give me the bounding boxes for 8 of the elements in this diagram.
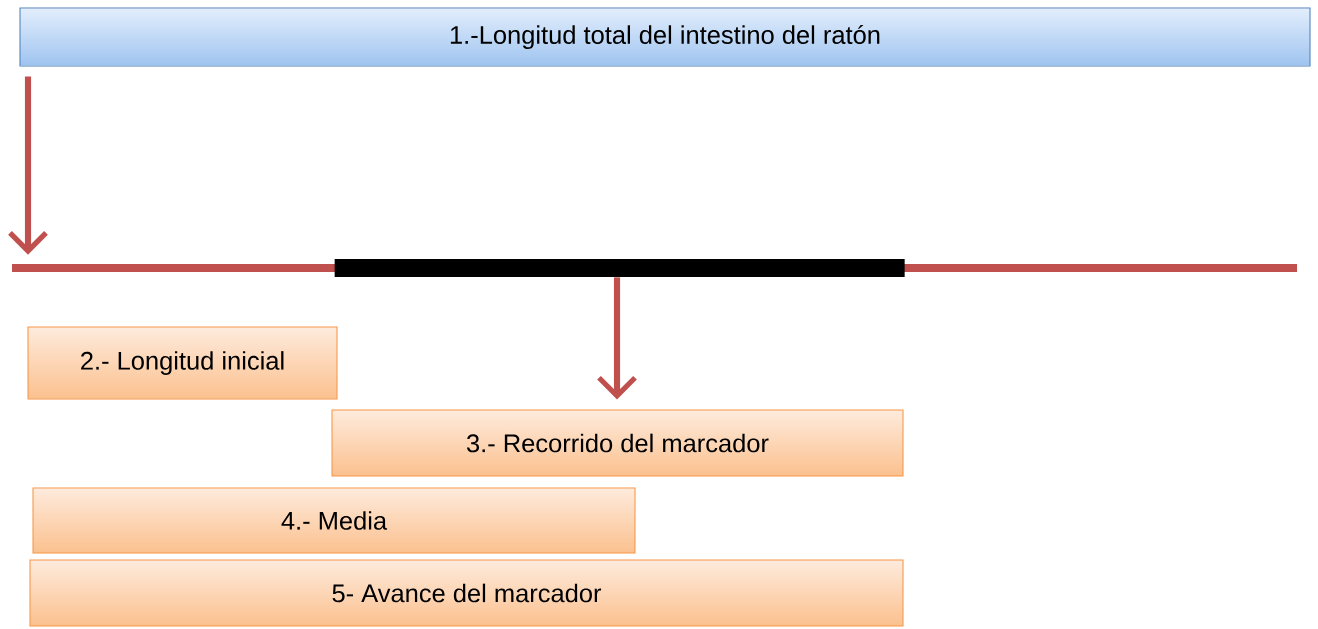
marker-segment [334,259,905,277]
arrow [8,76,48,255]
arrow [597,277,637,400]
label-box: 4.- Media [32,487,636,554]
title-box: 1.-Longitud total del intestino del ratón [19,7,1311,67]
label-box: 5- Avance del marcador [29,559,904,627]
label-box: 2.- Longitud inicial [27,326,338,400]
label-box: 3.- Recorrido del marcador [331,409,904,477]
